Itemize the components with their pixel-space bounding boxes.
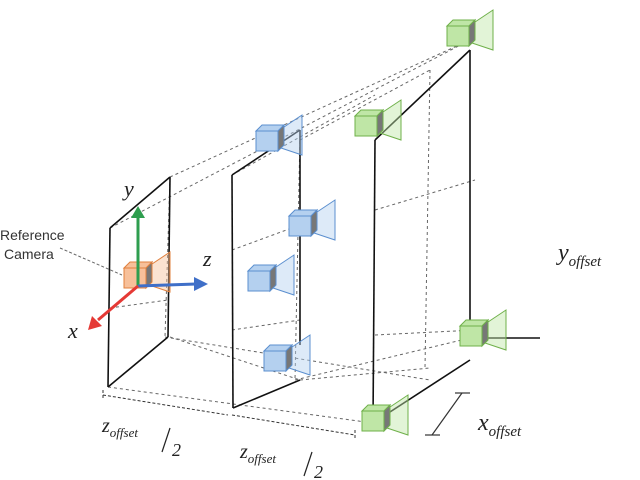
- reference-camera-label-2: Camera: [4, 246, 54, 262]
- x-offset-bracket: [425, 392, 470, 436]
- z-offset-bracket-1: [102, 390, 229, 416]
- axes: [88, 206, 208, 330]
- axis-z-label: z: [202, 246, 212, 271]
- axis-x-label: x: [67, 318, 78, 343]
- svg-text:2: 2: [314, 462, 323, 480]
- camera-icon: [263, 334, 311, 376]
- x-offset-label: xoffset: [477, 410, 522, 440]
- green-cameras: [354, 9, 507, 436]
- blue-cameras: [247, 114, 336, 376]
- svg-text:zoffset: zoffset: [239, 441, 276, 466]
- camera-icon: [247, 254, 295, 296]
- y-offset-label: yoffset: [556, 240, 602, 270]
- z-offset-half-label-2: zoffset 2: [239, 441, 323, 480]
- camera-icon: [288, 199, 336, 241]
- camera-icon: [459, 309, 507, 351]
- reference-callout-line: [59, 247, 123, 276]
- svg-text:2: 2: [172, 440, 181, 460]
- svg-text:zoffset: zoffset: [101, 415, 138, 440]
- axis-y-label: y: [122, 176, 134, 201]
- z-offset-bracket-2: [231, 414, 356, 440]
- camera-icon: [255, 114, 303, 156]
- camera-icon: [361, 394, 409, 436]
- camera-icon: [354, 99, 402, 141]
- z-offset-half-label-1: zoffset 2: [101, 415, 181, 460]
- reference-camera-label: Reference: [0, 227, 65, 243]
- labels: Reference Camera y z x yoffset xoffset z…: [0, 176, 602, 480]
- camera-icon: [446, 9, 494, 51]
